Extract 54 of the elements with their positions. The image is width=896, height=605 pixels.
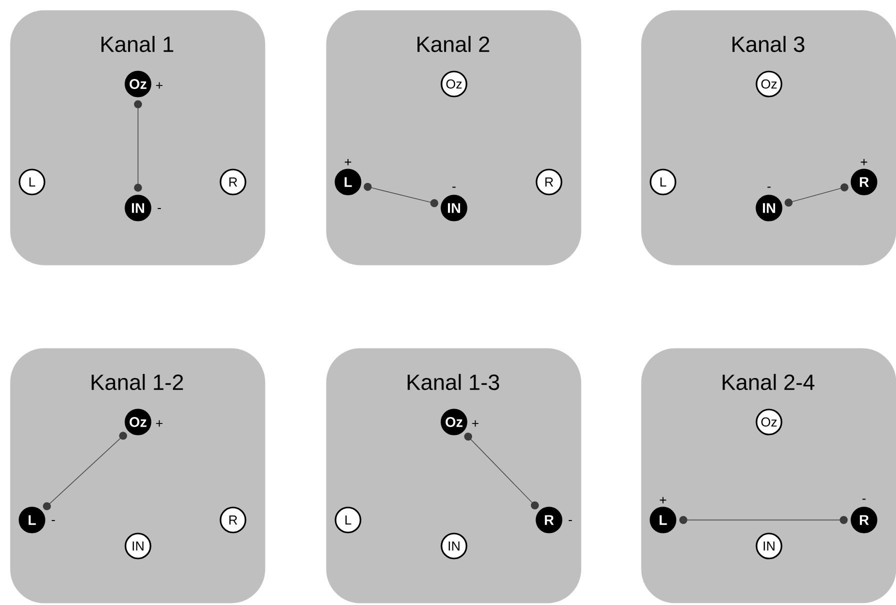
electrode: IN <box>756 532 782 560</box>
polarity-sign: + <box>472 420 478 427</box>
channel-panel <box>10 10 266 266</box>
connector-line <box>679 516 848 524</box>
polarity-sign: + <box>156 420 162 427</box>
polarity-sign: - <box>862 498 866 500</box>
active-electrode: IN <box>440 194 468 222</box>
electrode: R <box>220 168 246 196</box>
connector-line <box>134 100 142 192</box>
electrode: L <box>334 506 362 534</box>
panel-title: Kanal 3 <box>732 36 804 52</box>
polarity-sign: - <box>52 520 55 522</box>
panel-title: Kanal 2-4 <box>722 374 814 390</box>
connector-line <box>784 183 848 207</box>
channel-panel <box>10 348 266 604</box>
polarity-sign: - <box>568 520 572 522</box>
electrode: R <box>536 168 562 196</box>
electrode: IN <box>124 532 152 560</box>
active-electrode: R <box>850 506 878 534</box>
electrode: IN <box>440 532 468 560</box>
connector-line <box>364 182 438 208</box>
active-electrode: R <box>536 506 562 534</box>
polarity-sign: + <box>860 158 868 166</box>
panel-title: Kanal 1-2 <box>92 374 183 390</box>
connector-line <box>42 432 128 510</box>
active-electrode: L <box>650 506 676 534</box>
channel-panel <box>326 348 582 604</box>
active-electrode: IN <box>756 194 782 222</box>
electrode: L <box>650 168 676 196</box>
active-electrode: L <box>334 168 362 196</box>
electrode: Oz <box>440 70 468 98</box>
active-electrode: Oz <box>124 70 152 98</box>
channel-panel <box>326 10 582 266</box>
electrode: R <box>220 506 246 534</box>
electrode: L <box>18 168 46 196</box>
electrode: Oz <box>756 408 782 436</box>
active-electrode: R <box>850 168 878 196</box>
panel-title: Kanal 1 <box>102 36 174 52</box>
polarity-sign: + <box>344 158 352 166</box>
active-electrode: Oz <box>124 408 152 436</box>
active-electrode: Oz <box>440 408 468 436</box>
panel-title: Kanal 2 <box>418 36 490 52</box>
panel-title: Kanal 1-3 <box>408 374 500 390</box>
active-electrode: IN <box>124 194 152 222</box>
connector-line <box>464 432 539 510</box>
electrode: Oz <box>756 70 782 98</box>
polarity-sign: + <box>156 82 162 89</box>
polarity-sign: - <box>452 186 456 188</box>
channel-panel <box>641 348 896 604</box>
channel-panel <box>641 10 896 266</box>
polarity-sign: - <box>158 208 161 210</box>
active-electrode: L <box>18 506 46 534</box>
polarity-sign: + <box>660 496 666 504</box>
polarity-sign: - <box>767 186 771 188</box>
